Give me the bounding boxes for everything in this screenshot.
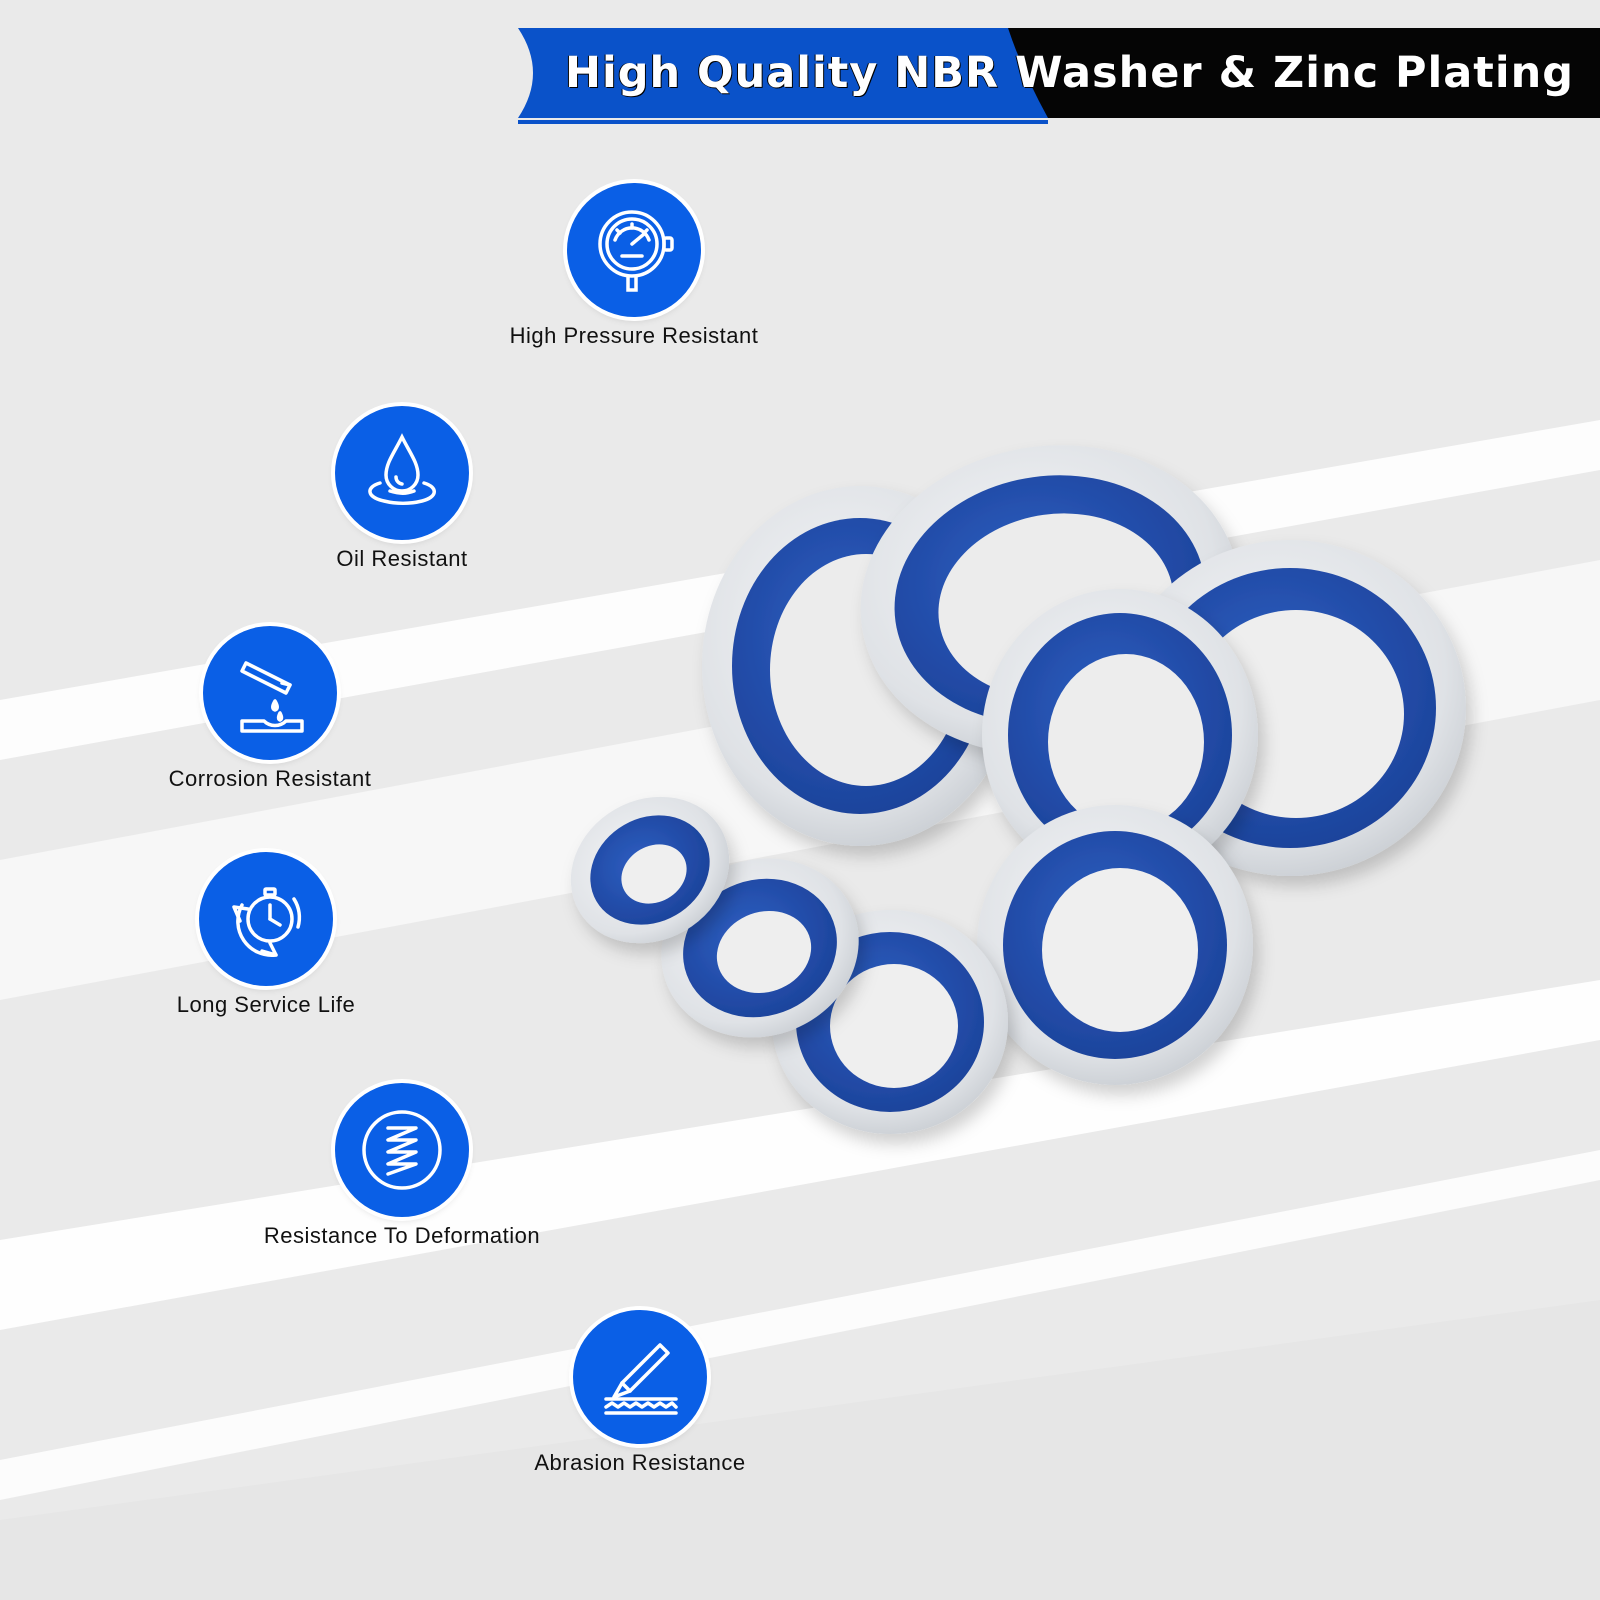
washers-product-image [570, 445, 1466, 1134]
feature-abrasion-resistance: Abrasion Resistance [440, 1310, 840, 1500]
washer-small [661, 858, 859, 1038]
feature-label: Oil Resistant [336, 546, 468, 571]
feature-label: Corrosion Resistant [168, 766, 372, 791]
feature-oil-resistant: Oil Resistant [202, 406, 602, 596]
washer-middle [982, 589, 1258, 881]
feature-corrosion-resistant: Corrosion Resistant [70, 626, 470, 816]
washer-lower-right [977, 805, 1253, 1085]
feature-label: High Pressure Resistant [509, 323, 759, 348]
feature-resistance-to-deformation: Resistance To Deformation [202, 1083, 602, 1273]
feature-high-pressure: High Pressure Resistant [434, 183, 834, 373]
pressure-gauge-icon [598, 210, 674, 292]
oil-drop-icon [368, 433, 436, 505]
feature-long-service-life: Long Service Life [66, 852, 466, 1042]
spring-coil-icon [362, 1110, 442, 1190]
header-banner: High Quality NBR Washer & Zinc Plating [518, 28, 1600, 126]
feature-label: Abrasion Resistance [534, 1450, 746, 1475]
banner-shape [518, 28, 1600, 124]
test-tube-icon [240, 661, 304, 733]
clock-cycle-icon [232, 887, 302, 957]
feature-label: Resistance To Deformation [263, 1223, 541, 1248]
feature-label: Long Service Life [176, 992, 356, 1017]
washer-smallest [570, 796, 730, 944]
page-title: High Quality NBR Washer & Zinc Plating [564, 48, 1574, 98]
blade-surface-icon [604, 1343, 678, 1415]
